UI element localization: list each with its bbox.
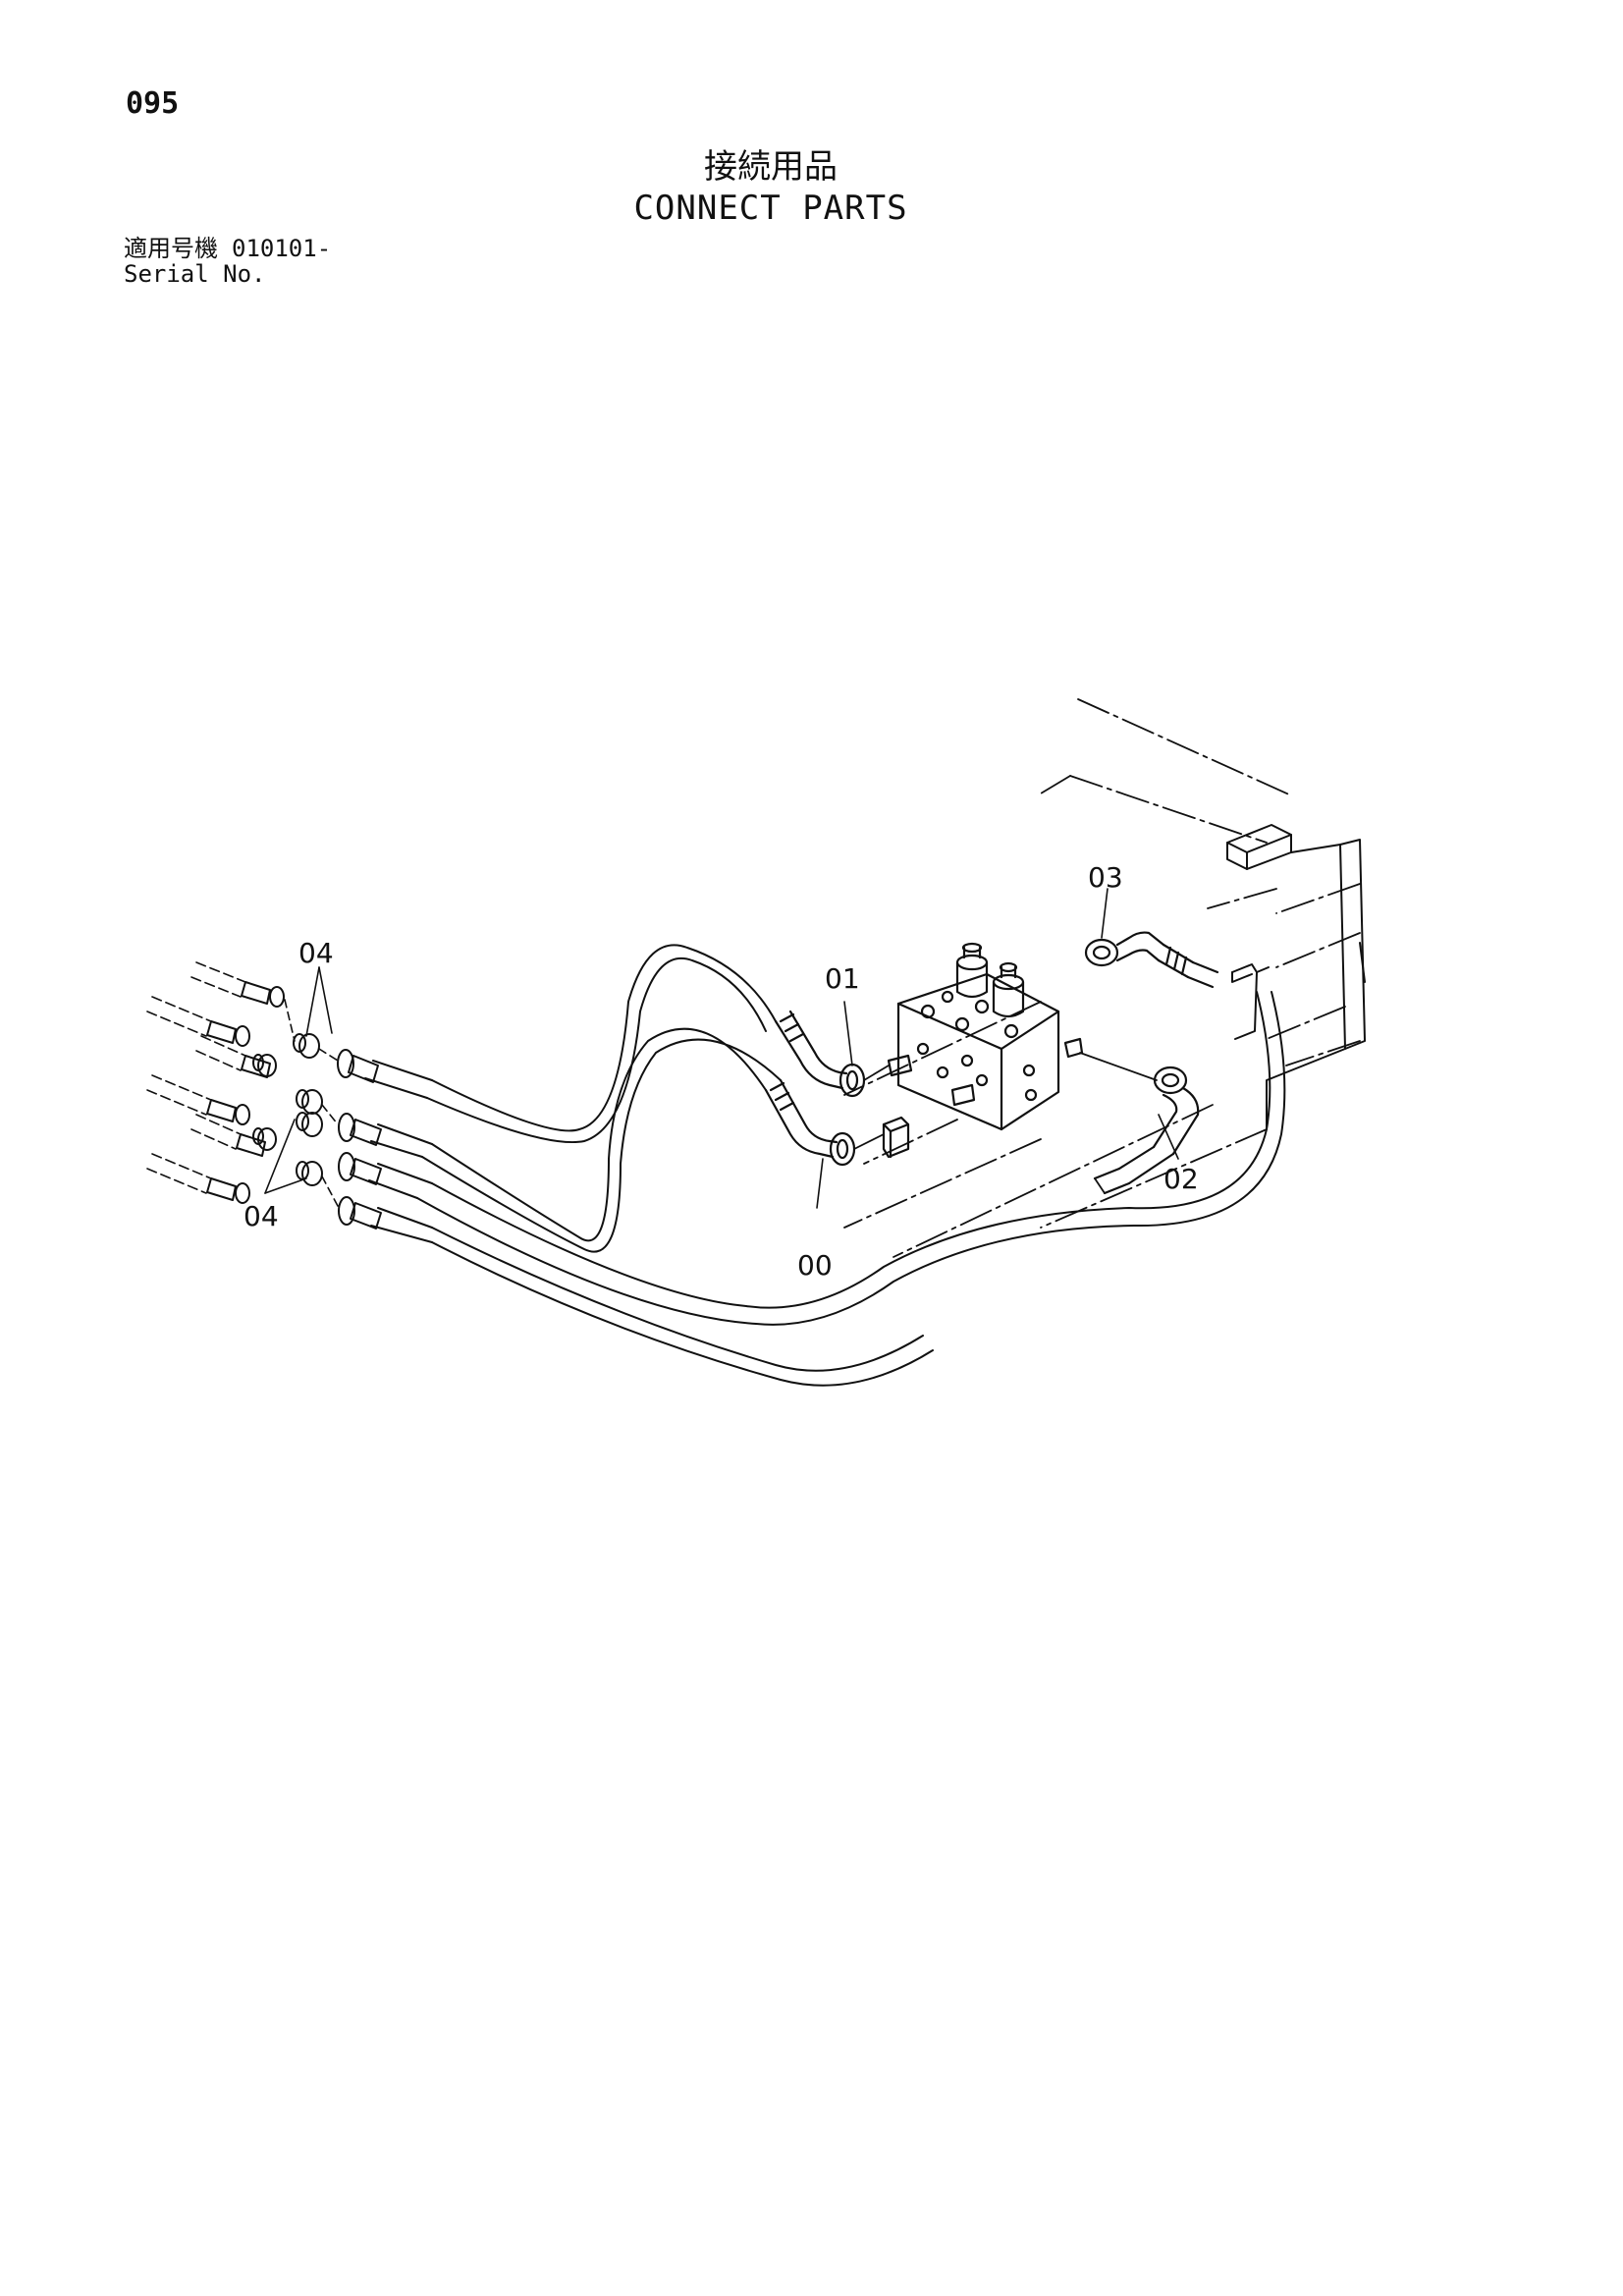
callout-04-bottom: 04 (243, 1200, 279, 1232)
page-number: 095 (126, 86, 180, 121)
callout-03: 03 (1088, 861, 1123, 894)
serial-label-english: Serial No. (124, 260, 266, 288)
page-title-japanese: 接続用品 (704, 147, 838, 187)
callout-01: 01 (825, 962, 860, 995)
callout-00: 00 (797, 1249, 833, 1282)
callout-02: 02 (1163, 1163, 1199, 1195)
hose-03 (1084, 931, 1219, 989)
left-fittings-group (146, 961, 433, 1243)
page-title-english: CONNECT PARTS (633, 189, 908, 228)
frame-phantom-lines (843, 698, 1361, 1258)
hose-00 (764, 1078, 885, 1167)
serial-block: 適用号機 010101- Serial No. (124, 236, 331, 287)
serial-value: 010101- (232, 235, 332, 262)
frame-end-plate (1226, 824, 1366, 1130)
hose-02 (1079, 1052, 1200, 1195)
serial-label-japanese: 適用号機 (124, 235, 218, 262)
hose-01 (774, 1010, 890, 1098)
callout-04-top: 04 (298, 937, 334, 969)
long-hose-loops (416, 944, 1286, 1387)
valve-block (882, 942, 1084, 1159)
callout-leaders (264, 888, 1179, 1209)
